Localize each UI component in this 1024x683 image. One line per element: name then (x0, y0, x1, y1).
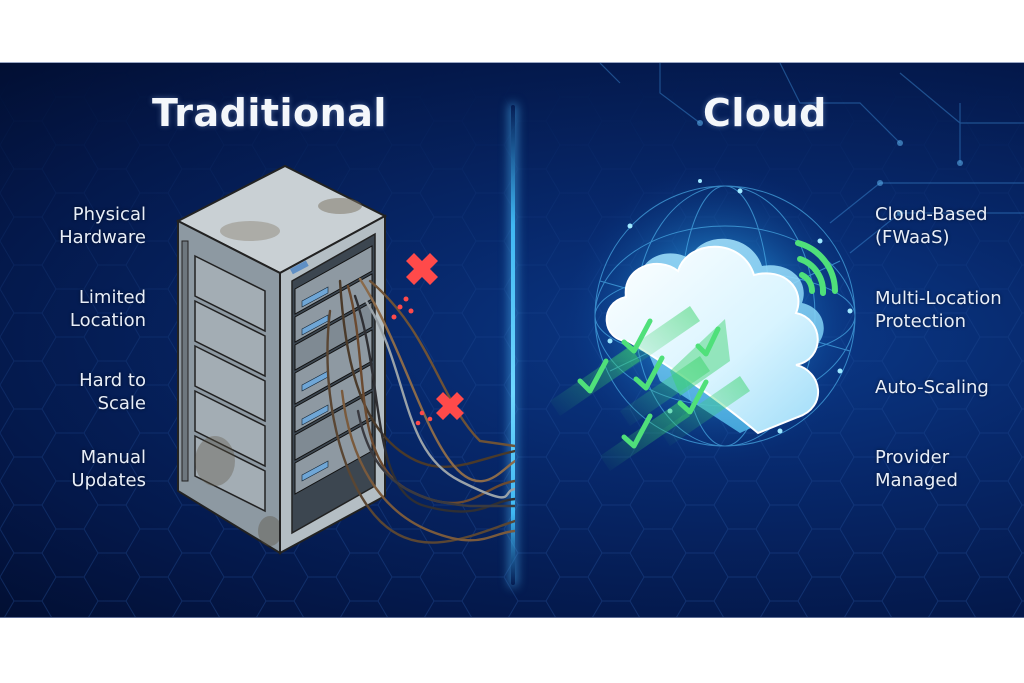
cloud-title: Cloud (703, 91, 827, 135)
feature-manual-updates: Manual Updates (71, 447, 146, 491)
feature-auto-scaling: Auto-Scaling (875, 377, 989, 398)
tangled-cables (326, 277, 515, 544)
feature-hard-to-scale: Hard to Scale (79, 370, 146, 414)
server-rack-illustration (175, 164, 515, 555)
network-nodes (607, 179, 853, 434)
feature-limited-location: Limited Location (69, 287, 146, 331)
red-x-icon (415, 392, 464, 426)
green-check-icon (695, 326, 721, 357)
green-check-icon (677, 379, 709, 415)
green-check-icon (621, 318, 653, 354)
green-check-icon (577, 358, 609, 394)
feature-provider-managed: Provider Managed (875, 447, 958, 491)
center-divider (511, 105, 515, 585)
green-check-icon (633, 355, 665, 391)
cloud-globe-illustration (550, 171, 865, 471)
green-checkmarks (550, 306, 750, 471)
green-check-icon (621, 413, 653, 449)
feature-physical-hardware: Physical Hardware (59, 204, 146, 248)
traditional-title: Traditional (152, 91, 387, 135)
comparison-panel: Traditional Cloud Physical Hardware Limi… (0, 62, 1024, 618)
feature-multi-location-protection: Multi-Location Protection (875, 288, 1002, 332)
wifi-signal-icon (795, 240, 838, 296)
red-x-icon (391, 253, 438, 320)
feature-cloud-based: Cloud-Based (FWaaS) (875, 204, 988, 248)
